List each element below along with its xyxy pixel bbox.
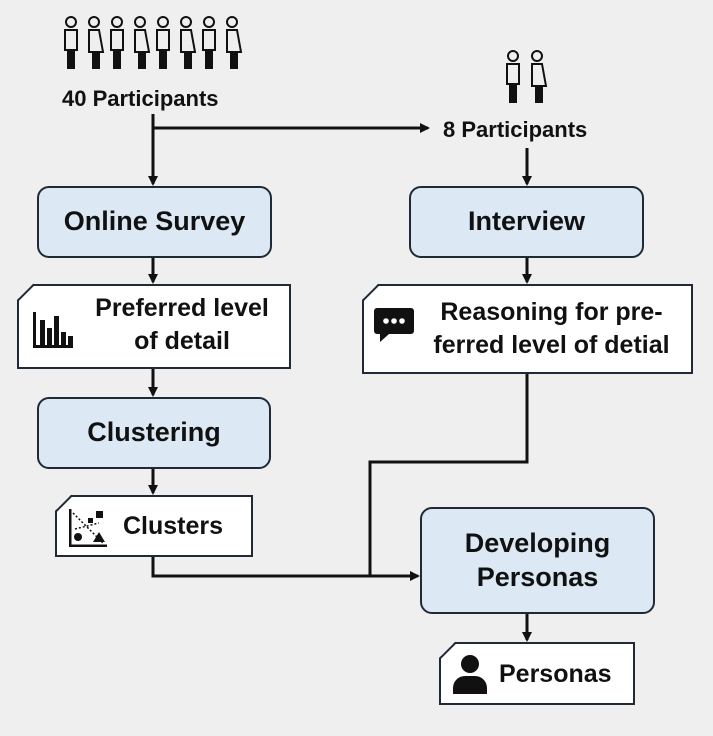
- participants-interview-label: 8 Participants: [443, 117, 588, 142]
- personas-document: Personas: [439, 641, 635, 705]
- clustering-label: Clustering: [87, 417, 221, 448]
- speech-bubble-icon: [374, 308, 414, 342]
- bar-chart-icon: [33, 312, 73, 348]
- developing-personas-box: Developing Personas: [420, 507, 655, 614]
- scatter-cluster-icon: [69, 509, 107, 547]
- developing-personas-line1: Developing: [464, 527, 611, 558]
- personas-label: Personas: [499, 660, 612, 688]
- clustering-box: Clustering: [37, 397, 271, 469]
- survey-output-document: Preferred level of detail: [17, 283, 291, 369]
- user-silhouette-icon: [453, 655, 487, 694]
- interview-output-document: Reasoning for pre- ferred level of detia…: [362, 283, 693, 374]
- survey-output-line1: Preferred level: [95, 294, 269, 322]
- line-interview-to-personas: [368, 374, 529, 576]
- clusters-label: Clusters: [123, 512, 224, 540]
- clusters-document: Clusters: [55, 494, 253, 557]
- person-group-icon: [64, 16, 243, 69]
- survey-output-line2: of detail: [134, 326, 230, 355]
- interview-label: Interview: [467, 206, 586, 237]
- person-pair-icon: [506, 50, 548, 103]
- developing-personas-line2: Personas: [476, 561, 599, 592]
- participants-survey-label: 40 Participants: [62, 86, 219, 111]
- interview-output-line2: ferred level of detial: [433, 330, 670, 359]
- interview-box: Interview: [409, 186, 644, 258]
- interview-output-line1: Reasoning for pre-: [440, 298, 663, 326]
- online-survey-label: Online Survey: [63, 206, 246, 237]
- arrow-clusters-to-personas: [151, 557, 420, 581]
- online-survey-box: Online Survey: [37, 186, 272, 258]
